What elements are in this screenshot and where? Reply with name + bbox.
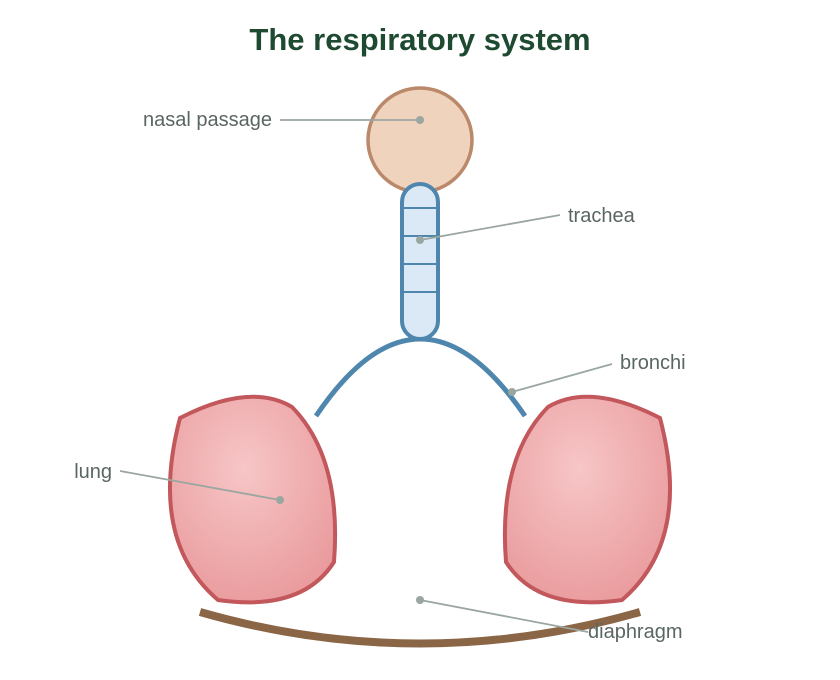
label-lung: lung	[74, 461, 112, 483]
nasal-passage-shape	[366, 86, 474, 194]
leader-nasal-passage	[280, 116, 424, 124]
label-trachea: trachea	[568, 205, 636, 227]
label-diaphragm: diaphragm	[588, 621, 683, 643]
leader-bronchi	[508, 363, 613, 396]
page-title: The respiratory system	[249, 22, 591, 57]
leader-trachea	[416, 214, 561, 244]
label-nasal-passage: nasal passage	[143, 109, 272, 131]
bronchi-shape	[313, 336, 528, 418]
label-bronchi: bronchi	[620, 352, 686, 374]
leader-diaphragm	[416, 596, 589, 633]
trachea-shape	[400, 182, 440, 341]
diaphragm-shape	[198, 608, 642, 648]
leader-lung	[119, 470, 284, 504]
left-lung-shape	[168, 394, 338, 605]
right-lung-shape	[502, 394, 672, 605]
